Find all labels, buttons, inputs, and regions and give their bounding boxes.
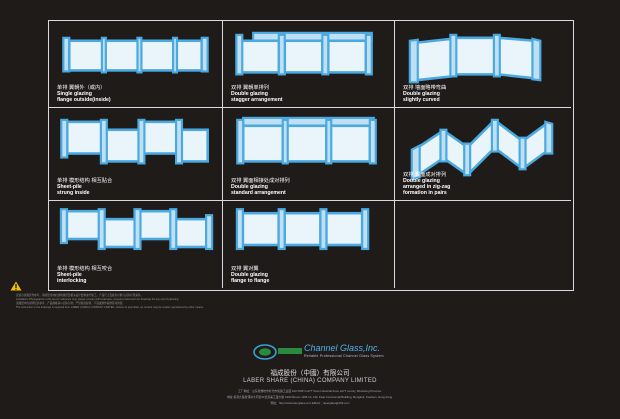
panel-double-glazing-stagger: 双排 翼朝单排列 Double glazing stagger arrangem…	[223, 21, 395, 108]
caption-english-line1: Double glazing	[403, 178, 440, 184]
caption-chinese: 双排 翼面成对排列	[403, 172, 447, 178]
channel-glass-illustration	[59, 208, 214, 251]
panel-caption: 双排 翼面相接处成对排列 Double glazing standard arr…	[231, 178, 290, 196]
warning-icon	[10, 281, 22, 291]
company-name-english: LABER SHARE (CHINA) COMPANY LIMITED	[243, 378, 377, 384]
panel-caption: 双排 翼对翼 Double glazing flange to flange	[231, 266, 269, 284]
caption-english-line1: Double glazing	[231, 184, 268, 190]
panel-sheet-pile-interlocking: 单排 模形结构 相互咬合 Sheet-pile interlocking	[49, 201, 223, 288]
caption-english-line2: flange outside(inside)	[57, 97, 111, 103]
caption-english-line2: slightly curved	[403, 97, 440, 103]
channel-glass-illustration	[410, 118, 554, 181]
caption-english-line2: arranged in zig-zag	[403, 184, 451, 190]
channel-glass-illustration	[60, 118, 210, 165]
channel-glass-illustration	[235, 208, 370, 251]
panel-double-glazing-zigzag: 双排 翼面成对排列 Double glazing arranged in zig…	[395, 108, 571, 201]
panel-caption: 单排 翼朝外（或内） Single glazing flange outside…	[57, 85, 111, 103]
channel-glass-illustration	[236, 116, 377, 165]
factory-address: 工厂地址：山东省潍坊市寿光市侯镇工业园 FACTORY:LAYT Town In…	[238, 389, 382, 393]
caption-english-line2: standard arrangement	[231, 190, 286, 196]
caption-english-line1: Double glazing	[403, 91, 440, 97]
caption-english-line2: stagger arrangement	[231, 97, 283, 103]
caption-chinese: 单排 模形结构 相互咬合	[57, 266, 113, 272]
panel-caption: 单排 模形结构 相互贴合 Sheet-pile strung inside	[57, 178, 112, 196]
empty-panel	[395, 201, 571, 288]
caption-english-line2: interlocking	[57, 278, 87, 284]
caption-english-line1: Sheet-pile	[57, 272, 82, 278]
panel-double-glazing-curved: 双排 墙面略带弯曲 Double glazing slightly curved	[395, 21, 571, 108]
channel-glass-illustration	[62, 36, 209, 74]
caption-chinese: 单排 模形结构 相互贴合	[57, 178, 113, 184]
panel-double-glazing-flange-to-flange: 双排 翼对翼 Double glazing flange to flange	[223, 201, 395, 288]
panel-caption: 单排 模形结构 相互咬合 Sheet-pile interlocking	[57, 266, 112, 284]
office-address: 地址:香港九龍新蒲崗大有街31號善美工業大廈 ADD:Rooms 1105-10…	[227, 395, 393, 399]
disclaimer-notes: 安装示意图仅作参考，请按照当地的建筑规范及相关设计要求进行施工。产品尺寸及颜色可…	[16, 294, 536, 310]
caption-chinese: 双排 翼朝单排列	[231, 85, 269, 91]
note-line: Installation Photographs in this are for…	[16, 298, 180, 301]
company-name-chinese: 福成股份（中國）有限公司	[270, 369, 350, 377]
contact-info: 网址：http://www.laserglass.com EMAIL：laser…	[270, 401, 350, 405]
caption-english-line2: strung inside	[57, 190, 90, 196]
caption-english-line1: Double glazing	[231, 91, 268, 97]
arrangement-grid: 单排 翼朝外（或内） Single glazing flange outside…	[48, 20, 574, 291]
note-line: 安装示意图仅作参考，请按照当地的建筑规范及相关设计要求进行施工。产品尺寸及颜色可…	[16, 294, 144, 297]
panel-caption: 双排 翼朝单排列 Double glazing stagger arrangem…	[231, 85, 283, 103]
note-line: The instruction in the drawings is suppl…	[16, 306, 204, 309]
caption-chinese: 双排 翼面相接处成对排列	[231, 178, 290, 184]
caption-english-line1: Double glazing	[231, 272, 268, 278]
panel-caption: 双排 墙面略带弯曲 Double glazing slightly curved	[403, 85, 446, 103]
panel-double-glazing-standard: 双排 翼面相接处成对排列 Double glazing standard arr…	[223, 108, 395, 201]
caption-chinese: 单排 翼朝外（或内）	[57, 85, 106, 91]
brand-tagline: Reliable Professional Channel Glass Syst…	[304, 354, 384, 358]
caption-english-line2: flange to flange	[231, 278, 270, 284]
panel-caption: 双排 翼面成对排列 Double glazing arranged in zig…	[403, 172, 450, 196]
caption-chinese: 双排 翼对翼	[231, 266, 259, 272]
note-line: 该图纸中的说明仅供参考，产品规格请以实际为准；严禁擅自复制、节选或用作其他任何用…	[16, 302, 125, 305]
channel-glass-illustration	[408, 33, 542, 84]
channel-glass-illustration	[235, 31, 373, 76]
panel-sheet-pile-strung-inside: 单排 模形结构 相互贴合 Sheet-pile strung inside	[49, 108, 223, 201]
caption-english-line1: Sheet-pile	[57, 184, 82, 190]
company-logo	[253, 344, 302, 360]
brand-name: Channel Glass,Inc.	[304, 343, 381, 353]
caption-chinese: 双排 墙面略带弯曲	[403, 85, 447, 91]
caption-english-line3: formation in pairs	[403, 190, 447, 196]
panel-single-glazing-flange-outside: 单排 翼朝外（或内） Single glazing flange outside…	[49, 21, 223, 108]
caption-english-line1: Single glazing	[57, 91, 92, 97]
